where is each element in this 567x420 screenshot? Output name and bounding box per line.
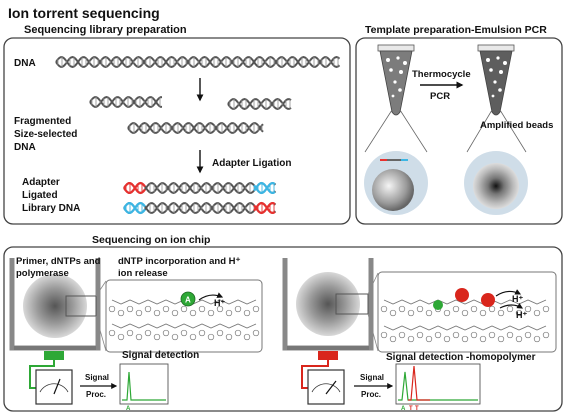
zoom-connector-left-1 xyxy=(95,280,107,297)
nucleotide-chain-right xyxy=(380,299,550,343)
fragmented-label-1: Fragmented xyxy=(14,116,71,127)
incorporated-a xyxy=(433,300,443,310)
fragment-strand-3 xyxy=(127,121,264,135)
proc-label-left-1: Signal xyxy=(85,373,109,382)
proton-arrow-left xyxy=(198,292,224,301)
trace-base-right-3: T xyxy=(415,406,419,412)
tube-after-pcr xyxy=(477,44,515,116)
library-panel xyxy=(3,37,351,225)
trace-base-right-2: T xyxy=(409,406,413,412)
emulsion-heading: Template preparation-Emulsion PCR xyxy=(365,24,547,36)
well-left xyxy=(9,258,101,351)
fragment-strand-1 xyxy=(89,95,163,109)
wire-right xyxy=(301,360,329,389)
proton-arrow-right-2 xyxy=(499,302,524,309)
trace-base-right-1: A xyxy=(401,406,406,412)
signal-label-left: Signal detection xyxy=(122,350,199,361)
trace-peak-right-t xyxy=(408,365,430,401)
trace-peak-right-a xyxy=(398,371,478,401)
voltmeter-right xyxy=(307,369,345,405)
pcr-label: PCR xyxy=(430,91,450,102)
amplified-bead xyxy=(473,163,519,209)
well-right xyxy=(282,258,374,351)
wire-left xyxy=(29,360,55,389)
chip-bead-right xyxy=(296,272,360,336)
chip-panel xyxy=(3,246,563,412)
zoom-box-right xyxy=(335,293,369,315)
voltmeter-left xyxy=(35,369,73,405)
zoom-line-right-1 xyxy=(466,109,493,153)
zoom-line-left-1 xyxy=(364,109,393,153)
dntp-t-1 xyxy=(455,288,469,302)
zoom-box-left xyxy=(65,295,97,317)
library-label-2: Ligated xyxy=(22,190,58,201)
fragment-strand-2 xyxy=(227,97,292,111)
zoom-connector-left-2 xyxy=(95,315,107,352)
needle-left xyxy=(53,378,61,395)
zoom-line-left-2 xyxy=(399,109,428,153)
tube-before-pcr xyxy=(377,44,415,116)
proton-left: H⁺ xyxy=(214,298,225,308)
proc-label-left-2: Proc. xyxy=(86,390,106,399)
reagents-label-1: Primer, dNTPs and xyxy=(16,256,101,267)
main-title: Ion torrent sequencing xyxy=(8,5,160,21)
trace-base-left: A xyxy=(126,406,131,412)
reagents-label-2: polymerase xyxy=(16,268,69,279)
incorporation-zoom-left xyxy=(105,279,263,353)
proton-arrow-right-1 xyxy=(495,289,522,297)
dna-strand xyxy=(55,55,341,69)
proton-right-2: H⁺ xyxy=(516,310,527,320)
trace-box-left xyxy=(119,363,169,405)
emulsion-panel xyxy=(355,37,563,225)
dntp-t-2 xyxy=(481,293,495,307)
library-label-1: Adapter xyxy=(22,177,60,188)
proc-label-right-2: Proc. xyxy=(361,390,381,399)
sensor-left xyxy=(44,351,64,360)
trace-box-right xyxy=(395,363,481,405)
signal-label-right: Signal detection -homopolymer xyxy=(386,352,536,363)
library-strand-1 xyxy=(123,181,277,195)
proc-label-right-1: Signal xyxy=(360,373,384,382)
zoom-line-right-2 xyxy=(499,109,527,153)
incorporation-label-1: dNTP incorporation and H⁺ xyxy=(118,256,241,267)
bead-before xyxy=(372,169,414,211)
trace-peak-left xyxy=(122,371,166,401)
nucleotide-chain-left xyxy=(108,299,260,341)
chip-bead-left xyxy=(23,274,87,338)
adapter-ligation-label: Adapter Ligation xyxy=(212,158,291,169)
zoom-connector-right-2 xyxy=(367,313,379,352)
library-label-3: Library DNA xyxy=(22,203,80,214)
zoom-connector-right-1 xyxy=(367,272,379,295)
dntp-a-label: A xyxy=(185,296,191,305)
sensor-right xyxy=(318,351,338,360)
fragmented-label-2: Size-selected xyxy=(14,129,77,140)
thermocycle-label: Thermocycle xyxy=(412,69,471,80)
proton-right-1: H⁺ xyxy=(512,294,523,304)
fragmented-label-3: DNA xyxy=(14,142,36,153)
library-heading: Sequencing library preparation xyxy=(24,24,187,36)
amplified-label: Amplified beads xyxy=(480,120,553,131)
dna-label: DNA xyxy=(14,58,36,69)
chip-heading: Sequencing on ion chip xyxy=(92,234,210,246)
incorporation-label-2: ion release xyxy=(118,268,168,279)
library-strand-2 xyxy=(123,201,277,215)
needle-right xyxy=(325,380,337,395)
dntp-a xyxy=(180,291,196,307)
